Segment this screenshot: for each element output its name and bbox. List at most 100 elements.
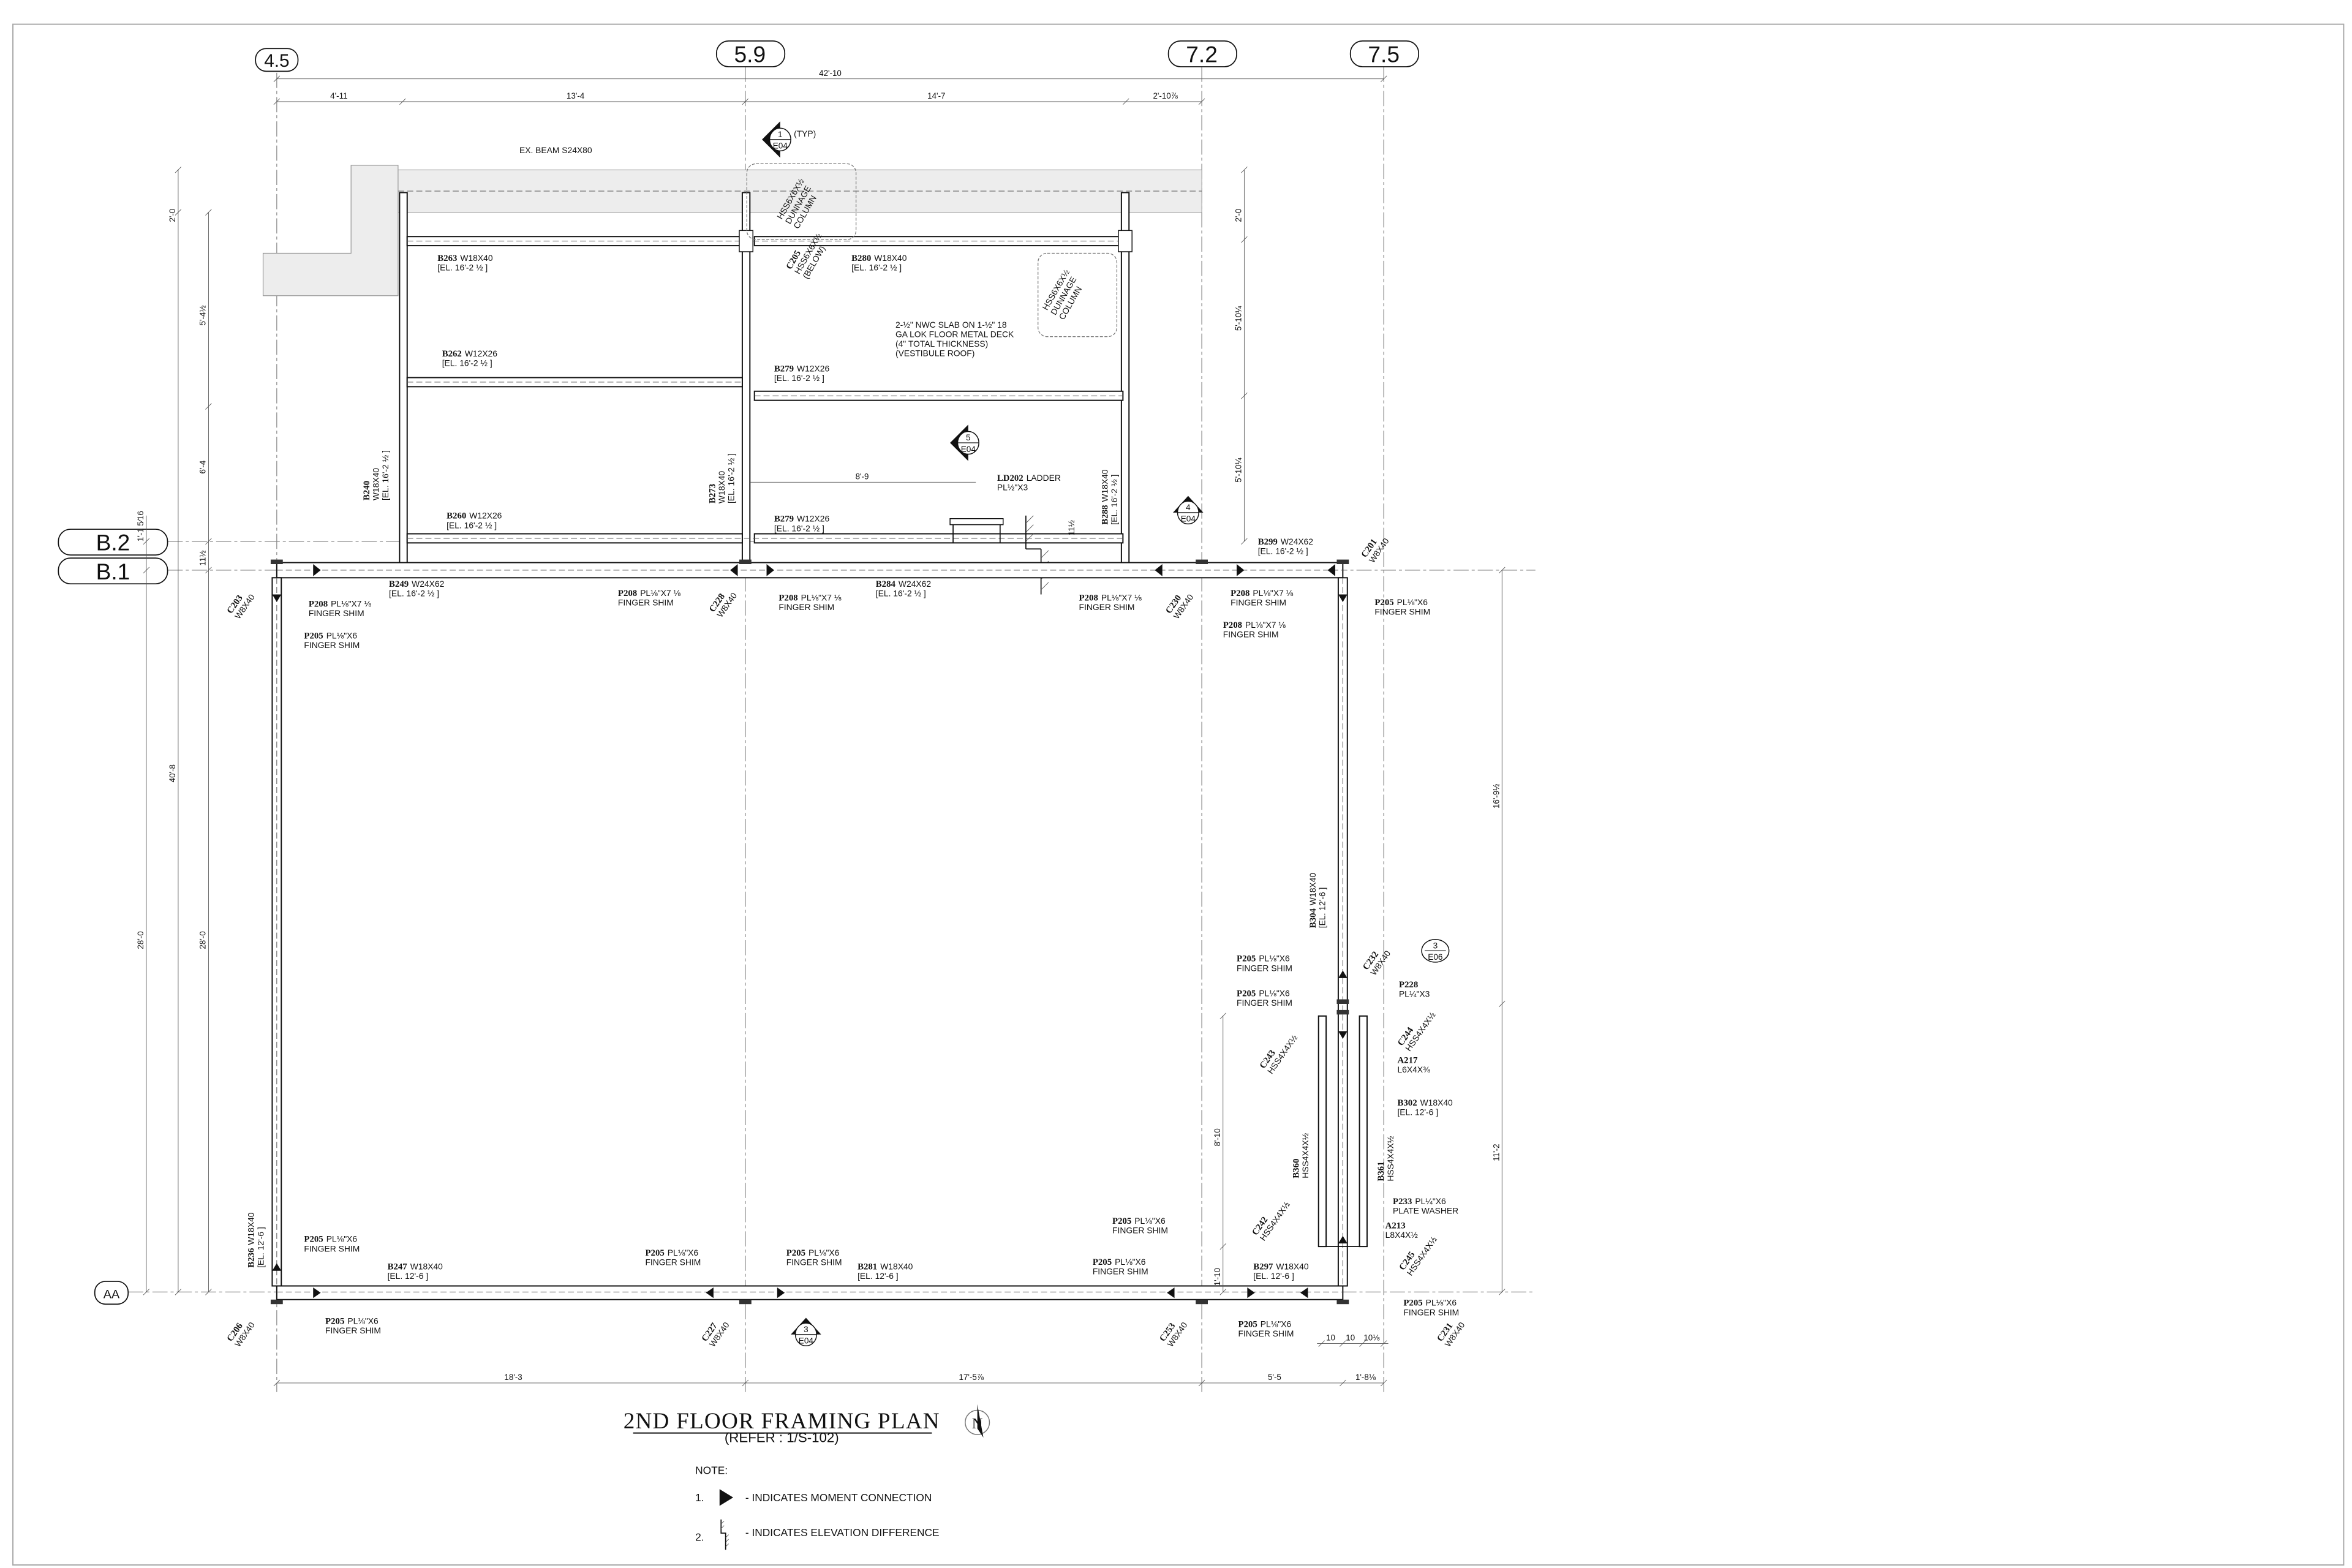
member-mark: P205: [304, 631, 323, 641]
member-spec: PL⅛"X7 ⅛: [640, 588, 680, 598]
dimension-left: 2'-0: [168, 209, 177, 222]
section-sheet: E04: [773, 141, 788, 151]
dimension-bottom: 18'-3: [504, 1373, 522, 1382]
section-number: 4: [1186, 503, 1191, 512]
member-detail: L6X4X⅜: [1397, 1065, 1430, 1074]
member-label-b240: B240W18X40[EL. 16'-2 ½ ]: [362, 450, 390, 500]
member-mark: P205: [1237, 954, 1256, 964]
dimension-left: 40'-8: [168, 764, 177, 782]
member-mark: P205: [1403, 1298, 1422, 1308]
member-label-c232: C232W8X40: [1361, 943, 1392, 977]
moment-connection-triangle-icon: [719, 1489, 734, 1506]
member-detail: FINGER SHIM: [309, 608, 364, 618]
member-label-b304: B304W18X40[EL. 12'-6 ]: [1308, 873, 1327, 929]
member-mark: B297: [1253, 1262, 1273, 1272]
member-mark: A217: [1397, 1056, 1418, 1066]
member-spec: PL⅛"X6: [326, 630, 358, 640]
member-spec: W18X40: [1308, 873, 1317, 905]
member-mark: B280: [851, 254, 871, 263]
member-detail: FINGER SHIM: [1223, 630, 1279, 639]
svg-text:B.1: B.1: [96, 559, 130, 584]
main-framing: [271, 562, 1368, 1300]
member-label-c244: C244HSS4X4X½: [1396, 1005, 1438, 1052]
note-heading: NOTE:: [695, 1464, 728, 1476]
member-detail: FINGER SHIM: [1238, 1329, 1294, 1338]
grid-bubble-B.2: B.2: [58, 529, 168, 556]
member-spec: LADDER: [1027, 473, 1061, 483]
member-detail: [EL. 16'-2 ½ ]: [437, 262, 488, 272]
member-detail: FINGER SHIM: [618, 598, 674, 608]
drawing-title: 2ND FLOOR FRAMING PLAN: [624, 1409, 940, 1434]
member-spec: PL⅛"X6: [1426, 1298, 1457, 1308]
member-detail: [EL. 16'-2 ½ ]: [1258, 546, 1308, 556]
svg-text:7.5: 7.5: [1368, 42, 1400, 67]
note-1-number: 1.: [695, 1491, 704, 1504]
section-number: 5: [966, 433, 971, 442]
member-mark: B260: [447, 511, 466, 521]
member-detail: FINGER SHIM: [1231, 598, 1286, 608]
member-detail: [EL. 16'-2 ½ ]: [380, 450, 390, 500]
member-mark: P205: [304, 1235, 323, 1245]
member-mark: P205: [1374, 598, 1393, 608]
member-label-b361: B361HSS4X4X½: [1376, 1136, 1395, 1181]
dimension-lines: [143, 75, 1506, 1387]
dunnage-column-cloud: [1038, 252, 1118, 337]
dimension-bottom: 1'-8⅛: [1355, 1373, 1376, 1382]
member-mark: P205: [1112, 1216, 1131, 1226]
member-mark: B273: [707, 484, 717, 503]
member-spec: PL⅛"X7 ⅛: [331, 598, 371, 608]
member-mark: P233: [1393, 1197, 1412, 1207]
member-mark: B360: [1292, 1159, 1302, 1178]
section-number: 3: [1433, 941, 1438, 951]
dimension-right: 8'-10: [1213, 1128, 1222, 1146]
member-spec: PL⅛"X6: [668, 1248, 699, 1257]
member-mark: P208: [1079, 593, 1098, 603]
section-number: 3: [804, 1325, 809, 1334]
member-spec: PL⅛"X6: [809, 1248, 840, 1257]
member-label-c231: C231W8X40: [1435, 1315, 1466, 1349]
member-mark: B281: [858, 1262, 877, 1272]
member-spec: EX. BEAM S24X80: [519, 145, 592, 155]
dimension-interior: 8'-9: [856, 472, 869, 481]
ladder: [949, 518, 1004, 543]
member-detail: [EL. 16'-2 ½ ]: [851, 262, 902, 272]
member-spec: W18X40: [246, 1212, 256, 1245]
member-spec: W24X62: [899, 579, 931, 589]
member-mark: B288: [1101, 505, 1110, 524]
member-spec: PL⅛"X7 ⅛: [1245, 620, 1286, 630]
member-detail: FINGER SHIM: [1079, 602, 1135, 612]
section-sheet: E04: [799, 1336, 814, 1346]
member-mark: P205: [1093, 1257, 1112, 1267]
member-mark: P205: [1237, 989, 1256, 999]
member-label-note: HSS6X6X½DUNNAGECOLUMN: [1040, 268, 1088, 322]
member-spec: W24X62: [412, 579, 444, 589]
section-sheet: E04: [961, 445, 976, 454]
dimension-top: 4'-11: [330, 91, 347, 100]
member-detail: FINGER SHIM: [1374, 606, 1430, 616]
dunnage-column-cloud: [746, 163, 857, 240]
svg-text:4.5: 4.5: [264, 51, 289, 71]
member-mark: B236: [247, 1248, 257, 1268]
elevation-difference-icon: [720, 1519, 729, 1550]
